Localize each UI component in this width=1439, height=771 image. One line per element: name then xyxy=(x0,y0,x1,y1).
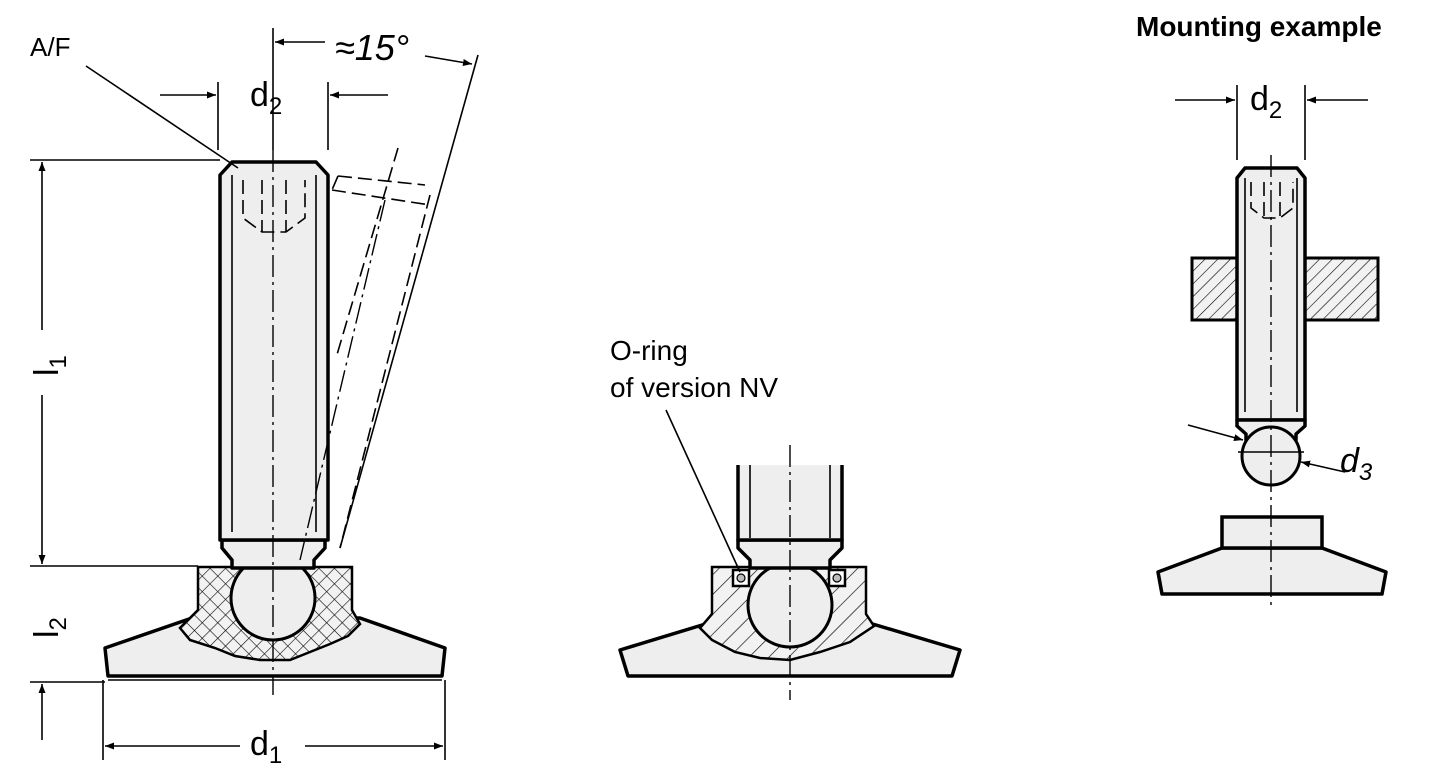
hex-socket xyxy=(242,180,306,233)
l1-label: l1 xyxy=(28,355,72,376)
mounting-plate-left xyxy=(1190,256,1242,322)
mount-base xyxy=(1156,546,1388,596)
oring-section-view: O-ring of version NV xyxy=(610,335,962,700)
d3-label: d3 xyxy=(1340,442,1373,486)
af-label: A/F xyxy=(30,32,70,62)
main-view: ≈15° A/F d2 l1 l2 d1 xyxy=(28,27,479,769)
mounting-plate-right xyxy=(1300,256,1380,322)
mount-hex-socket xyxy=(1250,182,1294,219)
middle-stud xyxy=(736,465,844,542)
oring-label-line1: O-ring xyxy=(610,335,688,366)
mount-d2-label: d2 xyxy=(1250,80,1282,124)
af-leader xyxy=(85,65,239,169)
mounting-title: Mounting example xyxy=(1136,11,1382,42)
d1-label: d1 xyxy=(250,725,282,769)
tilted-stud-phantom xyxy=(299,147,431,561)
threaded-stud xyxy=(218,160,330,542)
oring-label-line2: of version NV xyxy=(610,372,778,403)
oring-leader xyxy=(665,409,741,573)
l2-label: l2 xyxy=(28,617,72,638)
mounting-example-view: Mounting example d2 d3 xyxy=(1136,11,1388,608)
d2-label: d2 xyxy=(250,76,282,120)
angle-label: ≈15° xyxy=(335,27,409,68)
mount-socket xyxy=(1220,515,1324,550)
